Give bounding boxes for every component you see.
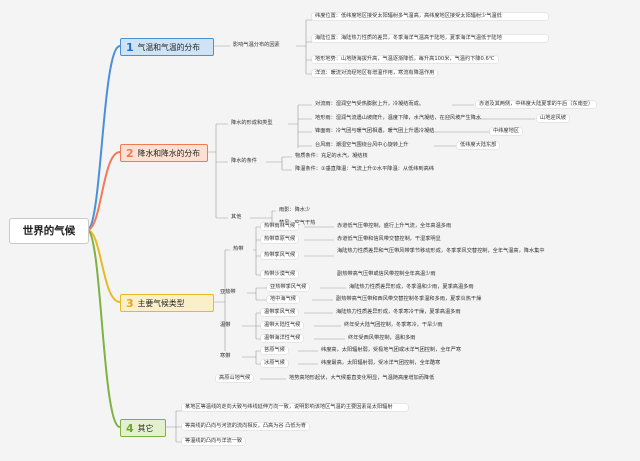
note-contour-river[interactable]: 等高线的凸向与河流的流向相反，凸高为谷 凸低为脊	[182, 423, 309, 430]
note-isotherm-current[interactable]: 等温线的凸向与洋流一致	[182, 438, 246, 445]
node-precip-formation[interactable]: 降水的形成和类型	[231, 120, 273, 126]
zone-tropical[interactable]: 热带	[233, 246, 244, 252]
climate-tropical-rainforest[interactable]: 热带雨林气候	[261, 223, 299, 230]
node-convective-region[interactable]: 赤道及其两侧，中纬度大陆夏季的午后（东南亚）	[476, 101, 597, 108]
climate-mediterranean[interactable]: 地中海气候	[267, 296, 299, 303]
climate-temperate-monsoon[interactable]: 温带季风气候	[261, 309, 299, 316]
climate-tropical-monsoon[interactable]: 热带季风气候	[261, 252, 299, 259]
climate-desc[interactable]: 纬度最高，太阳辐射弱，受冰洋气团控制，全年酷寒	[321, 360, 441, 366]
node-temperature-factors[interactable]: 影响气温分布的因素	[233, 42, 280, 48]
category-number: 4	[126, 421, 134, 435]
climate-temperate-maritime[interactable]: 温带海洋性气候	[261, 335, 304, 342]
category-label: 气温和气温的分布	[137, 42, 201, 52]
climate-desc[interactable]: 纬度高，太阳辐射弱，受极地气团或冰洋气团控制，全年严寒	[321, 347, 462, 353]
category-label: 其它	[137, 423, 154, 433]
node-precip-conditions[interactable]: 降水的条件	[231, 158, 257, 164]
climate-subtropical-monsoon[interactable]: 亚热带季风气候	[267, 284, 310, 291]
node-typhoon-region[interactable]: 低纬度大陆东部	[457, 142, 500, 149]
node-typhoon-rain[interactable]: 台风雨：潮湿空气围绕台风中心旋转上升	[315, 142, 409, 148]
climate-temperate-continental[interactable]: 温带大陆性气候	[261, 322, 304, 329]
climate-tropical-savanna[interactable]: 热带草原气候	[261, 236, 299, 243]
zone-temperate[interactable]: 温带	[220, 322, 231, 328]
category-number: 1	[126, 40, 134, 54]
climate-desc[interactable]: 海陆热力性质差异和气压带风带季节移动形成，冬季季风交替控制，全年气温高，降水集中	[337, 248, 545, 254]
node-land-sea[interactable]: 海陆位置：海陆热力性质的差异，冬季海洋气温高于陆地，夏季海洋气温低于陆地	[312, 35, 548, 42]
category-other[interactable]: 4 其它	[120, 419, 166, 437]
climate-ice-cap[interactable]: 冰原气候	[261, 360, 288, 367]
climate-desc[interactable]: 赤道低气压带控制，盛行上升气流，全年高温多雨	[337, 223, 452, 229]
climate-tropical-desert[interactable]: 热带沙漠气候	[261, 271, 299, 278]
climate-desc[interactable]: 赤道低气压带和信风带交替控制，干湿季明显	[337, 236, 441, 242]
climate-desc[interactable]: 副热带高气压带和西风带交替控制冬季温和多雨，夏季炎热干燥	[336, 296, 482, 302]
zone-subtropical[interactable]: 亚热带	[220, 289, 236, 295]
node-moisture-condition[interactable]: 物质条件：充足的水汽，凝结核	[295, 153, 368, 159]
node-ocean-current[interactable]: 洋流：暖流对流经地区有增温作用，寒流有降温作用	[312, 70, 438, 77]
zone-highland[interactable]: 高原山地气候	[216, 375, 254, 382]
climate-desc[interactable]: 海陆热力性质差异形成，冬季寒冷干燥，夏季高温多雨	[336, 309, 461, 315]
node-rain-shadow[interactable]: 雨影：降水少	[279, 207, 311, 213]
climate-desc[interactable]: 终年受大陆气团控制，冬季寒冷，干旱少雨	[344, 322, 443, 328]
node-latitude[interactable]: 纬度位置：低纬度地区接受太阳辐射多气温高，高纬度地区接受太阳辐射少气温低	[312, 13, 548, 20]
node-orographic-rain[interactable]: 地形雨：湿润气流遇山坡爬升，温度下降，水汽凝结，在迎风坡产生降水	[315, 115, 482, 121]
category-number: 3	[126, 296, 134, 310]
category-label: 降水和降水的分布	[137, 148, 201, 158]
category-climate-types[interactable]: 3 主要气候类型	[120, 294, 214, 312]
category-label: 主要气候类型	[137, 298, 185, 308]
category-temperature[interactable]: 1 气温和气温的分布	[120, 38, 214, 56]
node-frontal-region[interactable]: 中纬度地区	[490, 128, 522, 135]
node-orographic-region[interactable]: 山地迎风坡	[537, 115, 569, 122]
climate-desc[interactable]: 终年受西风带控制，温和多雨	[348, 335, 416, 341]
category-precipitation[interactable]: 2 降水和降水的分布	[120, 144, 208, 162]
climate-tundra[interactable]: 苔原气候	[261, 347, 288, 354]
climate-desc[interactable]: 副热带高气压带或信风带控制全年高温少雨	[337, 271, 436, 277]
category-number: 2	[126, 146, 134, 160]
root-topic[interactable]: 世界的气候	[9, 218, 89, 244]
climate-desc[interactable]: 地势高地形起伏，大气候垂直变化明显，气温随高度增加而降低	[289, 375, 435, 381]
zone-frigid[interactable]: 寒带	[220, 353, 231, 359]
node-cooling-condition[interactable]: 降温条件：①垂直降温：气流上升②水平降温：从低纬到高纬	[295, 166, 434, 172]
node-convective-rain[interactable]: 对流雨：湿润空气受热膨胀上升，冷凝结而成。	[315, 101, 424, 107]
node-terrain[interactable]: 地形地势：山地随海拔升高，气温逐渐降低，每升高100米，气温约下降0.6℃	[312, 56, 498, 63]
node-frontal-rain[interactable]: 锋面雨：冷气团与暖气团相遇，暖气团上升遇冷凝结	[315, 128, 435, 134]
note-isotherm-latitude[interactable]: 某地区等温线的走向大致与纬线延伸方向一致，说明影响该地区气温的主要因素是太阳辐射	[182, 404, 408, 411]
climate-desc[interactable]: 海陆热力性质差异形成，冬季温和少雨，夏季高温多雨	[349, 284, 474, 290]
node-precip-other[interactable]: 其他	[231, 214, 242, 220]
